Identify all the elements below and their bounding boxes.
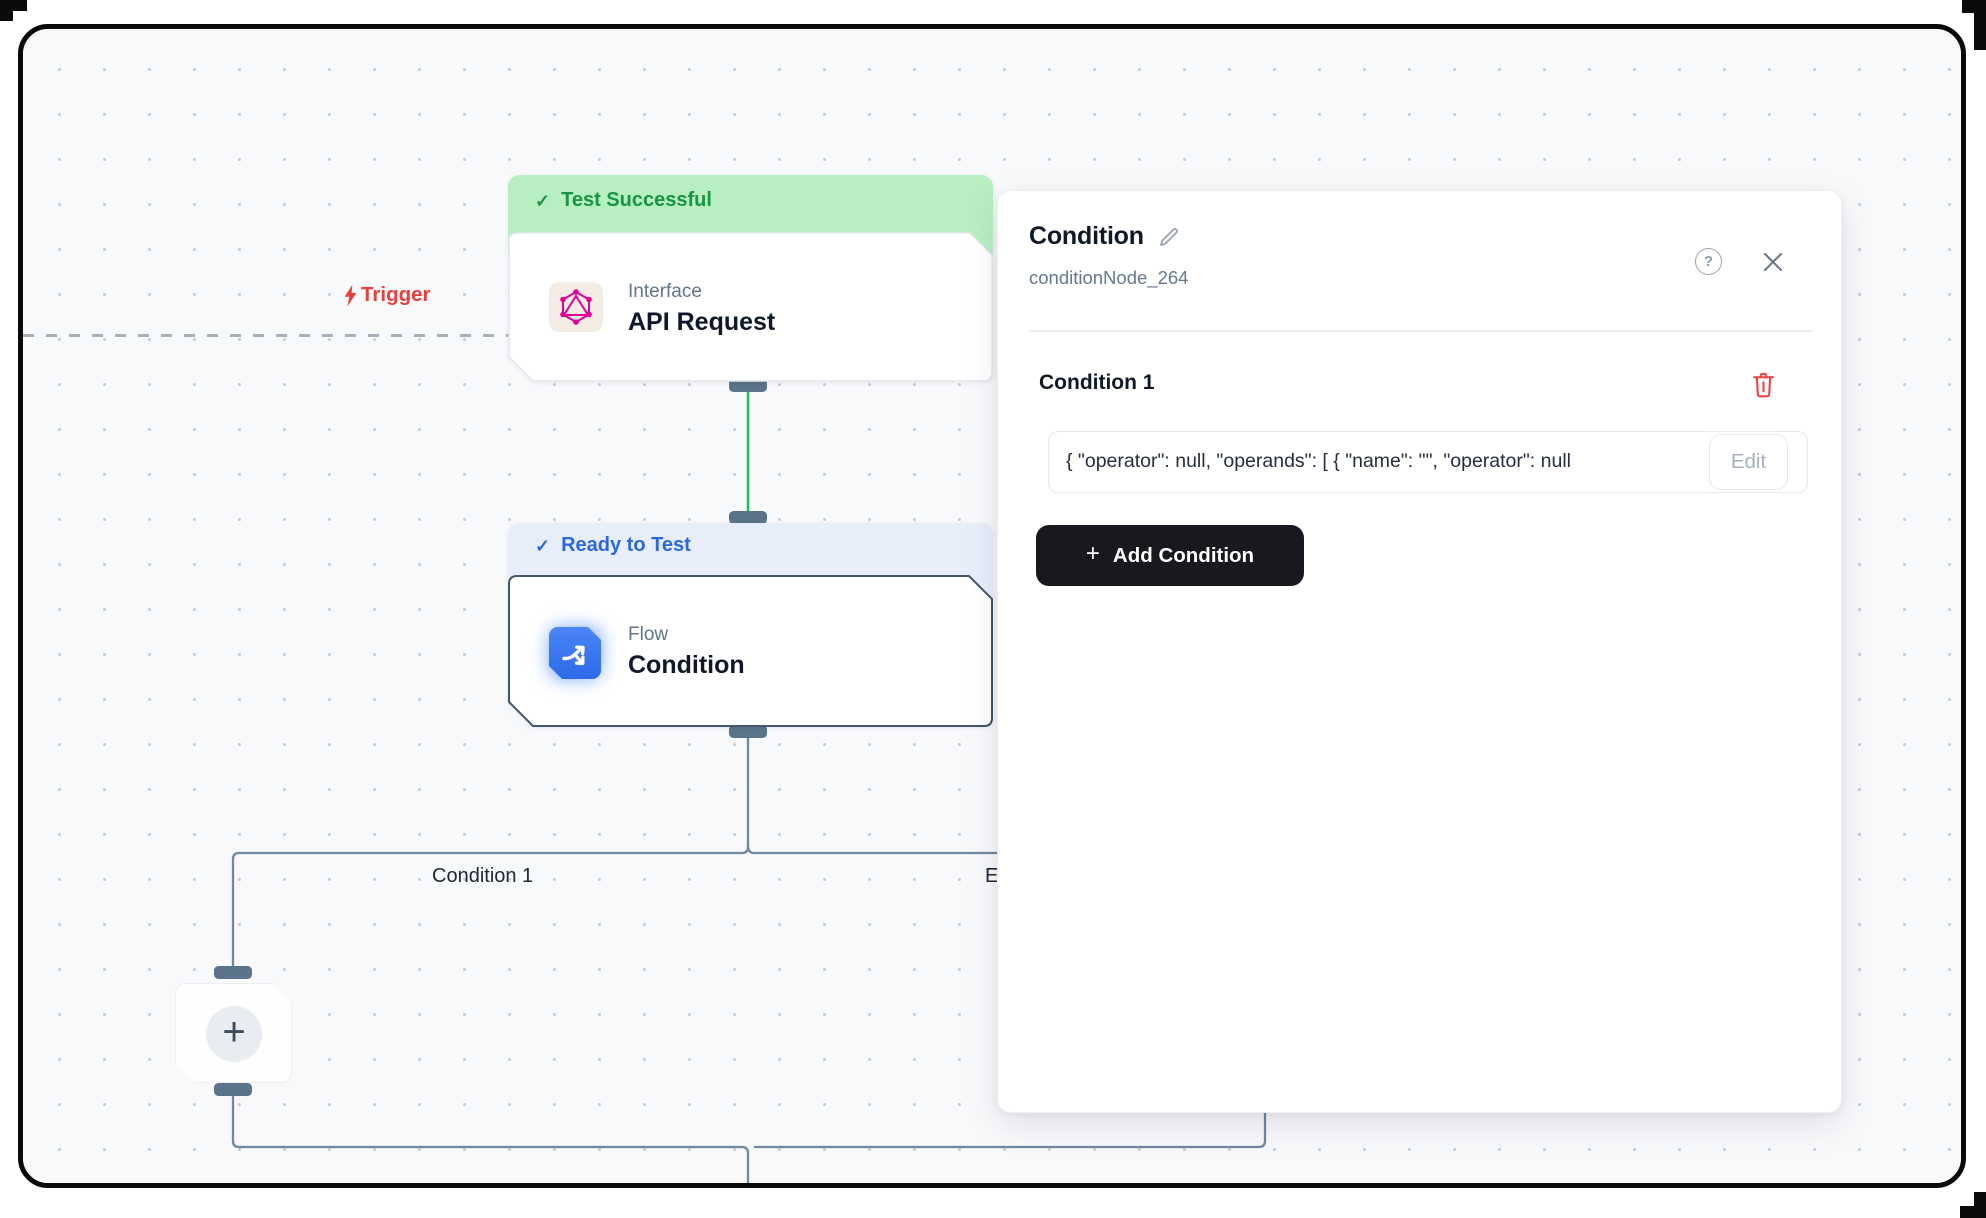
- edge-layer: [231, 390, 1267, 1183]
- lightning-icon: [344, 284, 357, 306]
- add-condition-label: Add Condition: [1112, 543, 1255, 567]
- help-icon[interactable]: ?: [1695, 248, 1722, 275]
- question-glyph: ?: [1703, 253, 1714, 270]
- corner-mark-top-left-2: [0, 0, 13, 21]
- workflow-frame: Trigger ✓ Test Successful: [18, 24, 1966, 1188]
- panel-divider: [1029, 330, 1812, 332]
- graphql-icon: [549, 282, 603, 332]
- condition-expression-text: { "operator": null, "operands": [ { "nam…: [1066, 450, 1571, 472]
- close-icon[interactable]: [1760, 249, 1786, 275]
- edge-merge-left: [231, 1083, 750, 1183]
- handle-condition-top[interactable]: [729, 511, 767, 524]
- trigger-boundary-line: [23, 334, 510, 337]
- status-text: Test Successful: [561, 189, 712, 211]
- condition-card[interactable]: Flow Condition: [508, 575, 993, 727]
- node-category: Interface: [628, 281, 702, 302]
- trash-icon[interactable]: [1750, 370, 1777, 399]
- status-text: Ready to Test: [561, 534, 691, 556]
- handle-api-bottom[interactable]: [729, 379, 767, 392]
- node-category: Flow: [628, 624, 669, 645]
- add-step-node[interactable]: +: [175, 983, 292, 1083]
- edit-button-label: Edit: [1730, 450, 1767, 473]
- branch-label-condition-1: Condition 1: [432, 865, 534, 887]
- corner-mark-top-left: [0, 0, 27, 11]
- node-condition[interactable]: ✓ Ready to Test: [508, 523, 993, 727]
- edge-merge-right: [754, 979, 1267, 1149]
- add-condition-button[interactable]: + Add Condition: [1036, 525, 1304, 586]
- edge-condition-branch-left: [231, 738, 750, 966]
- node-title: Condition: [628, 651, 745, 679]
- workflow-canvas[interactable]: Trigger ✓ Test Successful: [23, 29, 1961, 1183]
- node-title: API Request: [628, 308, 776, 336]
- check-icon: ✓: [535, 536, 551, 556]
- check-icon: ✓: [535, 191, 551, 211]
- trigger-label-text: Trigger: [361, 283, 431, 306]
- trigger-label: Trigger: [342, 283, 431, 307]
- pencil-icon[interactable]: [1157, 225, 1181, 249]
- condition-panel: Condition ? conditionNode_264 Condition …: [997, 190, 1842, 1113]
- condition-card-outline: [508, 575, 993, 727]
- api-card-outline: [508, 232, 993, 382]
- node-id-label: conditionNode_264: [1029, 267, 1189, 288]
- corner-mark-bottom-right-2: [1960, 1206, 1986, 1218]
- handle-condition-bottom[interactable]: [729, 725, 767, 738]
- api-request-card[interactable]: Interface API Request: [508, 232, 993, 382]
- condition-section-title: Condition 1: [1039, 371, 1155, 394]
- edge-condition-branch-right: [746, 844, 1028, 855]
- branch-flow-icon: [549, 627, 601, 679]
- handle-plus-top[interactable]: [214, 966, 252, 979]
- condition-expression-field[interactable]: { "operator": null, "operands": [ { "nam…: [1048, 431, 1808, 493]
- panel-title: Condition: [1029, 222, 1144, 250]
- edit-button[interactable]: Edit: [1709, 434, 1788, 490]
- plus-icon: +: [1085, 540, 1100, 567]
- handle-plus-bottom[interactable]: [214, 1083, 252, 1096]
- corner-mark-top-right-2: [1974, 0, 1986, 50]
- node-api-request[interactable]: ✓ Test Successful: [508, 175, 993, 382]
- plus-icon[interactable]: +: [206, 1006, 262, 1062]
